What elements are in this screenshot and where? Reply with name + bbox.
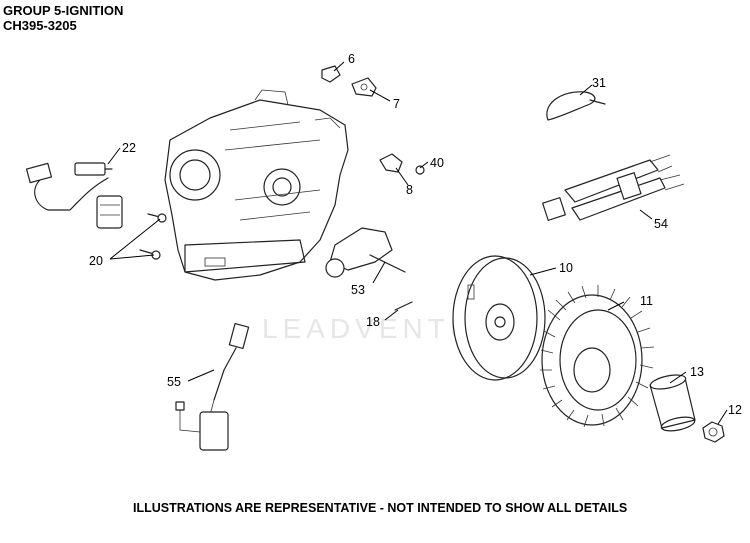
part-11-fan [540,285,655,428]
callout-54: 54 [654,217,668,231]
callout-18: 18 [366,315,380,329]
part-53-ignition-module [325,227,406,278]
callout-55: 55 [167,375,181,389]
callout-8: 8 [406,183,413,197]
callout-11: 11 [640,294,653,308]
model-number: CH395-3205 [3,18,77,33]
part-8-clip [379,153,403,173]
part-54-wiring-harness [542,154,685,221]
part-55-ignition-lead [175,322,250,451]
part-22-spark-plug-lead [25,162,123,229]
callout-20: 20 [89,254,103,268]
callout-22: 22 [122,141,136,155]
part-18-key [394,301,413,311]
part-40-screw [415,165,425,175]
callout-6: 6 [348,52,355,66]
callout-13: 13 [690,365,704,379]
callout-53: 53 [351,283,365,297]
part-20-bolts [139,213,167,260]
callout-7: 7 [393,97,400,111]
callout-31: 31 [592,76,606,90]
part-12-nut [702,421,725,443]
diagram-title: GROUP 5-IGNITION [3,3,124,18]
callout-10: 10 [559,261,573,275]
leader-lines [107,61,728,425]
part-31-cable-tie [546,91,606,121]
callout-12: 12 [728,403,742,417]
disclaimer-footer: ILLUSTRATIONS ARE REPRESENTATIVE - NOT I… [133,501,628,515]
callout-40: 40 [430,156,444,170]
crankcase [164,89,349,281]
part-10-flywheel [452,255,546,381]
part-7-bracket [351,77,377,97]
